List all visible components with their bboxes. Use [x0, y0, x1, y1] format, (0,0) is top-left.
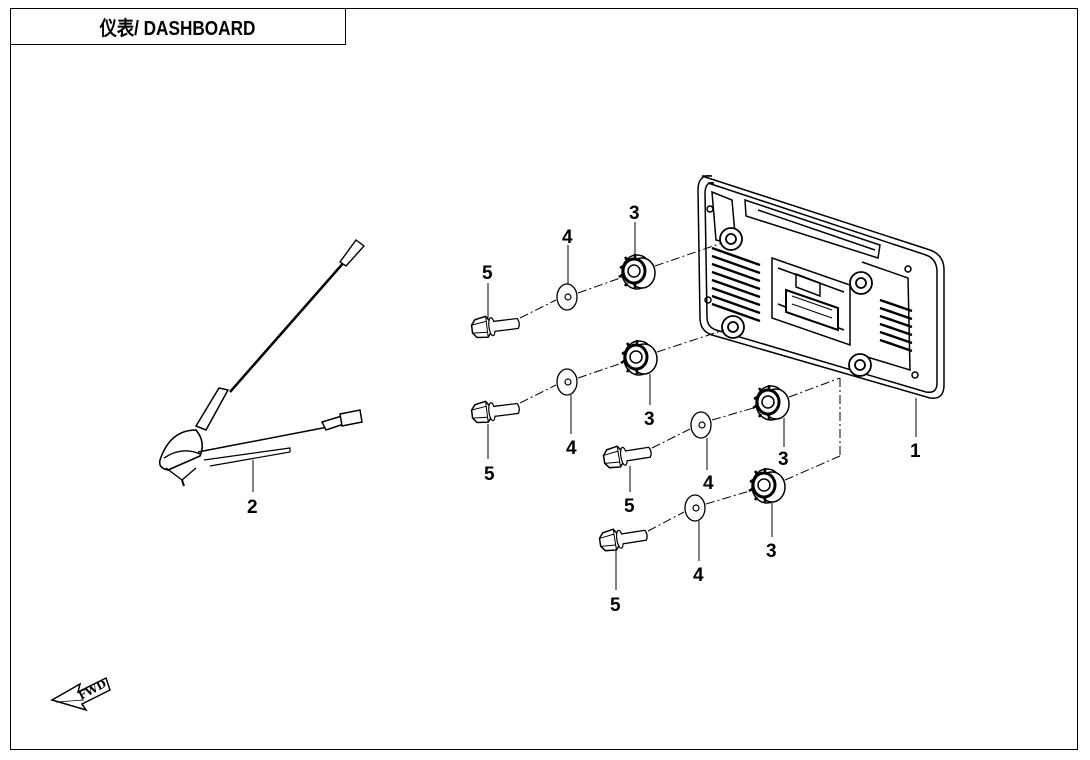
- callout-4-lower-2: 4: [693, 565, 704, 586]
- callout-5-upper-1: 5: [482, 263, 493, 284]
- callout-1: 1: [910, 441, 921, 462]
- callout-3-upper-1: 3: [629, 203, 640, 224]
- callout-5-lower-2: 5: [610, 595, 621, 616]
- leader-lines: [252, 222, 917, 590]
- grommet-lower-1: [751, 383, 791, 422]
- title-box: 仪表/ DASHBOARD: [10, 8, 346, 45]
- callout-5-upper-2: 5: [484, 464, 495, 485]
- callout-4-upper-1: 4: [562, 227, 573, 248]
- washer-upper-1: [556, 283, 578, 311]
- bolt-upper-1: [469, 311, 522, 340]
- grommet-upper-2: [619, 338, 659, 377]
- bolt-lower-2: [597, 523, 650, 554]
- bolt-upper-2: [469, 396, 522, 425]
- forward-arrow-icon: FWD: [50, 676, 111, 712]
- bolt-lower-1: [601, 440, 654, 471]
- callout-5-lower-1: 5: [624, 496, 635, 517]
- dashboard-instrument-cluster: [697, 175, 945, 399]
- antenna-assembly: [158, 239, 366, 487]
- grommet-lower-2: [747, 466, 787, 505]
- callout-3-lower-2: 3: [766, 541, 777, 562]
- assembly-center-lines: [519, 242, 841, 532]
- drawing-frame: [10, 8, 1078, 750]
- grommet-upper-1: [617, 252, 657, 291]
- washer-lower-2: [684, 494, 706, 522]
- callout-3-lower-1: 3: [778, 449, 789, 470]
- washer-lower-1: [690, 411, 712, 439]
- washer-upper-2: [556, 368, 578, 396]
- callout-4-upper-2: 4: [566, 438, 577, 459]
- callout-2: 2: [247, 497, 258, 518]
- callout-3-upper-2: 3: [644, 409, 655, 430]
- callout-4-lower-1: 4: [703, 473, 714, 494]
- page-title: 仪表/ DASHBOARD: [100, 18, 256, 40]
